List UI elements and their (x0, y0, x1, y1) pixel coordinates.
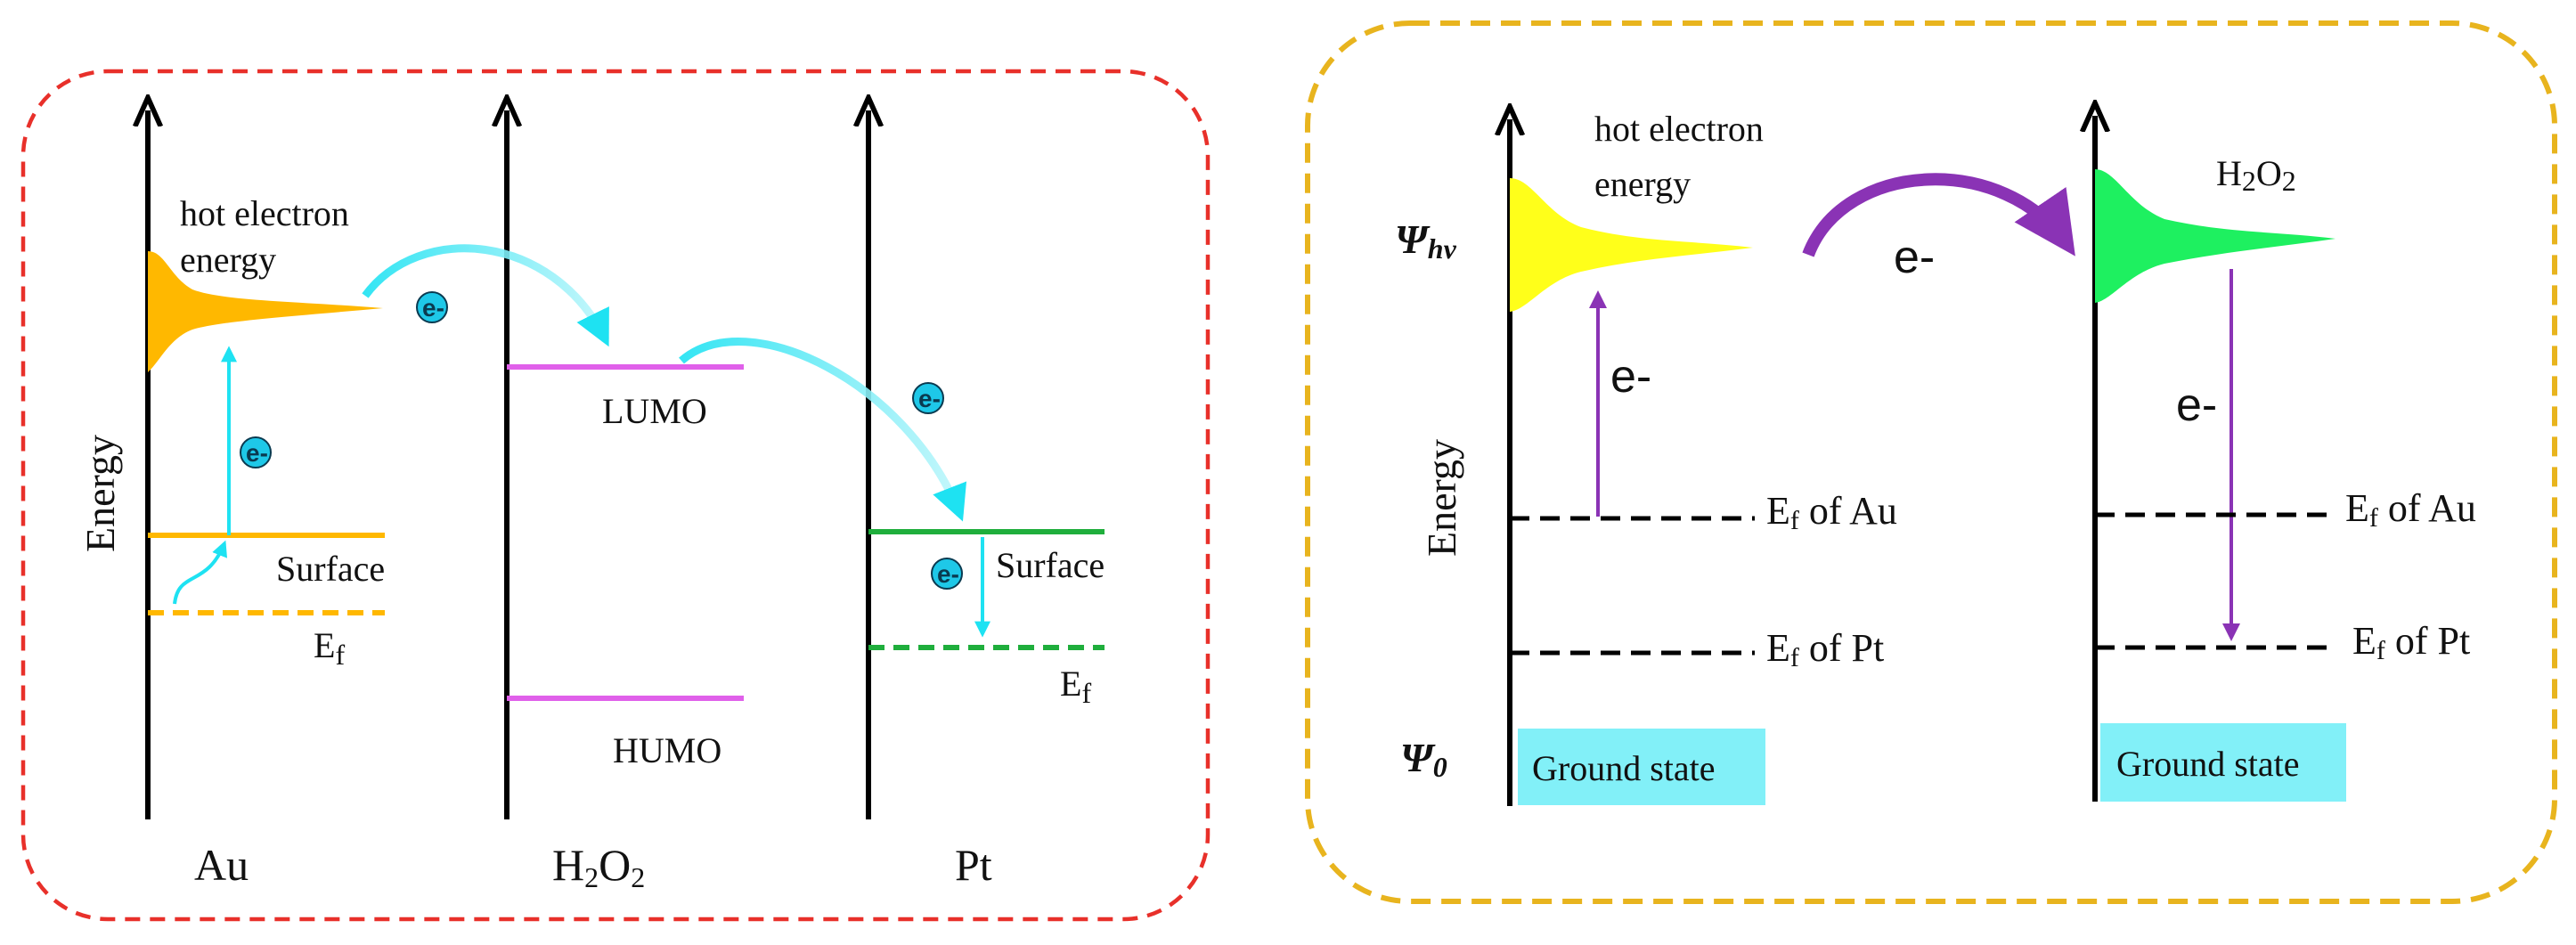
au-lower-transfer-arrow (173, 540, 227, 605)
au-to-lumo-arrow (362, 244, 610, 347)
au-column-label: Au (194, 840, 249, 890)
ground-state-right-box (2100, 723, 2346, 802)
electron-pt-surface: e- (931, 558, 963, 590)
left-panel: Energy hot electron energy Surface Ef e-… (20, 69, 1211, 922)
transfer-electron-label: e- (1894, 232, 1935, 283)
au-surface-label: Surface (276, 549, 385, 589)
right-electron-label: e- (2176, 379, 2217, 431)
au-hot-electron-distribution (148, 251, 383, 372)
au-hot-electron-label-line1: hot electron (180, 193, 349, 233)
psi-hv-label: Ψhv (1395, 216, 1457, 265)
au-ef-label: Ef (314, 625, 345, 671)
pt-column-label: Pt (955, 840, 992, 890)
svg-text:e-: e- (918, 385, 941, 412)
ef-au-right-label: Ef of Au (2345, 486, 2476, 533)
h2o2-distribution (2095, 169, 2336, 303)
right-energy-label: Energy (1419, 439, 1464, 557)
electron-lumo-to-pt: e- (912, 382, 944, 414)
left-electron-label: e- (1610, 351, 1651, 403)
au-hot-electron-label-line2: energy (180, 240, 276, 280)
hot-electron-label-line1: hot electron (1594, 109, 1764, 149)
pt-ef-label: Ef (1060, 664, 1091, 709)
lumo-to-pt-arrow (679, 338, 967, 522)
svg-text:e-: e- (937, 560, 959, 588)
hot-electron-distribution (1510, 178, 1753, 312)
svg-text:e-: e- (246, 439, 268, 467)
pt-surface-label: Surface (996, 545, 1105, 585)
electron-au-excited: e- (240, 436, 272, 468)
humo-label: HUMO (613, 730, 721, 770)
h2o2-column-label: H2O2 (552, 840, 645, 893)
h2o2-label: H2O2 (2216, 153, 2296, 197)
ground-state-left-box (1518, 729, 1765, 805)
ef-pt-left-label: Ef of Pt (1766, 626, 1884, 672)
svg-text:e-: e- (422, 294, 444, 322)
lumo-label: LUMO (602, 391, 707, 431)
psi-0-label: Ψ0 (1400, 735, 1447, 783)
right-panel: Energy Ψhv Ψ0 hot electron energy H2O2 e… (1305, 20, 2557, 904)
ground-state-left-label: Ground state (1532, 748, 1716, 788)
right-panel-frame (1305, 20, 2557, 904)
ground-state-right-label: Ground state (2116, 744, 2300, 784)
hot-electron-transfer-arrow (1802, 173, 2075, 257)
electron-au-to-lumo: e- (416, 291, 448, 323)
ef-pt-right-label: Ef of Pt (2352, 619, 2470, 665)
left-panel-frame (20, 69, 1211, 922)
hot-electron-label-line2: energy (1594, 164, 1691, 204)
ef-au-left-label: Ef of Au (1766, 489, 1897, 535)
left-energy-label: Energy (77, 435, 123, 552)
